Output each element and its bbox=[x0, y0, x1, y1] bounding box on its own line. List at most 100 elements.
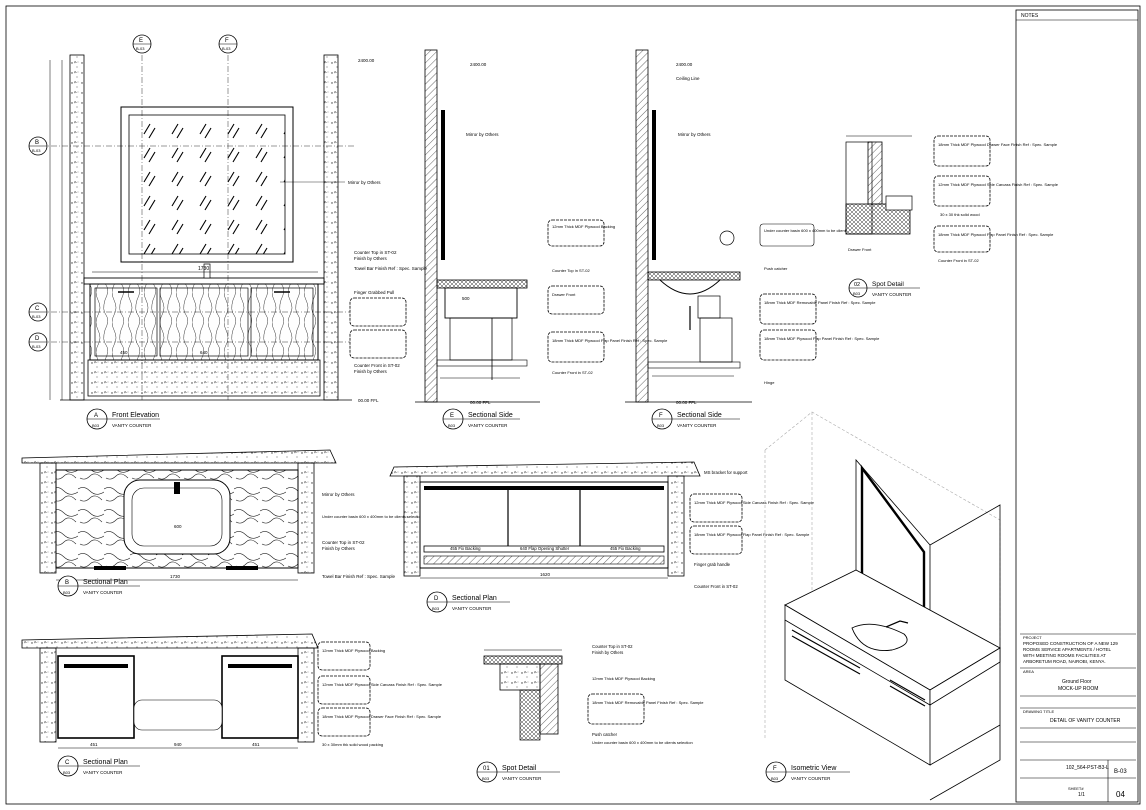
svg-text:Drawer Front: Drawer Front bbox=[552, 292, 576, 297]
svg-text:30 x 30mm thk solid wood packi: 30 x 30mm thk solid wood packing bbox=[322, 742, 383, 747]
svg-text:VANITY COUNTER: VANITY COUNTER bbox=[452, 606, 492, 611]
ceiling-line-note: Ceiling Line bbox=[676, 76, 700, 81]
title-block: PROJECT PROPOSED CONSTRUCTION OF A NEW 1… bbox=[1020, 633, 1136, 802]
mirror-glass bbox=[128, 114, 286, 255]
view-title-iso: F B03 Isometric View VANITY COUNTER bbox=[765, 761, 850, 783]
marker-d-sheet: B-03 bbox=[32, 344, 41, 349]
mirror-note-f: Mirror by Others bbox=[678, 132, 711, 137]
svg-text:940: 940 bbox=[174, 742, 182, 747]
view-title-d: D B03 Sectional Plan VANITY COUNTER bbox=[426, 591, 510, 613]
spot-detail-marker-01[interactable] bbox=[719, 230, 735, 246]
svg-text:VANITY COUNTER: VANITY COUNTER bbox=[677, 423, 717, 428]
marker-f-sheet: B-03 bbox=[222, 46, 231, 51]
svg-text:Counter Front in ST-02: Counter Front in ST-02 bbox=[552, 370, 593, 375]
svg-text:D: D bbox=[434, 596, 439, 602]
svg-text:500: 500 bbox=[462, 296, 470, 301]
left-wall bbox=[69, 54, 85, 401]
svg-text:B03: B03 bbox=[63, 770, 71, 775]
section-marker-e-top[interactable]: E B-03 bbox=[132, 34, 152, 54]
svg-text:B03: B03 bbox=[448, 423, 456, 428]
svg-text:B03: B03 bbox=[432, 606, 440, 611]
drawer-box-left-c bbox=[57, 655, 135, 739]
marker-b-sheet: B-03 bbox=[32, 148, 41, 153]
svg-text:Push catcher: Push catcher bbox=[592, 732, 618, 737]
svg-text:2400.00: 2400.00 bbox=[676, 62, 693, 67]
svg-text:Drawer Front: Drawer Front bbox=[848, 247, 872, 252]
marker-d-letter: D bbox=[35, 336, 40, 342]
svg-text:02: 02 bbox=[854, 282, 860, 288]
view-title-spot01: 01 B03 Spot Detail VANITY COUNTER bbox=[476, 761, 560, 783]
marker-c-letter: C bbox=[35, 306, 40, 312]
svg-text:18mm Thick MDF Removable Panel: 18mm Thick MDF Removable Panel Finish Re… bbox=[592, 700, 704, 705]
revision: 04 bbox=[1116, 790, 1125, 799]
plinth bbox=[87, 359, 321, 397]
flap-panel bbox=[159, 287, 249, 357]
isometric-view bbox=[764, 411, 1001, 801]
carcass-plan-d bbox=[419, 481, 669, 569]
view-title-f: F B03 Sectional Side VANITY COUNTER bbox=[651, 408, 740, 430]
svg-text:B03: B03 bbox=[63, 590, 71, 595]
svg-text:Under counter basin 600 x 400m: Under counter basin 600 x 400mm to be cl… bbox=[764, 228, 865, 233]
project-line-3: WITH MEETING ROOMS FACILITIES AT bbox=[1023, 653, 1106, 658]
towel-bar-note-a: Towel Bar Finish Ref : Spec. Sample bbox=[354, 266, 428, 271]
finish-note-a2: Finish by Others bbox=[354, 369, 388, 374]
svg-text:SHEET#: SHEET# bbox=[1068, 786, 1084, 791]
svg-text:1620: 1620 bbox=[540, 572, 551, 577]
area-line-1: Ground Floor bbox=[1062, 679, 1092, 685]
mirror-profile-e bbox=[441, 110, 445, 260]
title-block-frame bbox=[1015, 9, 1139, 803]
svg-text:VANITY COUNTER: VANITY COUNTER bbox=[872, 292, 912, 297]
svg-text:Finger grab handle: Finger grab handle bbox=[694, 562, 731, 567]
sectional-plan-b-view: 1730 600 Mirror by Others Under counter … bbox=[21, 449, 423, 581]
svg-text:12mm Thick MDF Plywood Backing: 12mm Thick MDF Plywood Backing bbox=[592, 676, 655, 681]
drawing-title: DETAIL OF VANITY COUNTER bbox=[1050, 718, 1121, 724]
drawer-left bbox=[94, 287, 158, 357]
svg-text:18mm Thick MDF Plywood Drawer: 18mm Thick MDF Plywood Drawer Face Finis… bbox=[322, 714, 442, 719]
marker-e-sheet: B-03 bbox=[136, 46, 145, 51]
svg-text:B03: B03 bbox=[92, 423, 100, 428]
svg-text:C: C bbox=[65, 760, 70, 766]
svg-text:Counter Top in ST-02: Counter Top in ST-02 bbox=[592, 644, 633, 649]
svg-text:Counter Top in ST-02: Counter Top in ST-02 bbox=[552, 268, 591, 273]
notes-header: NOTES bbox=[1021, 13, 1039, 19]
overall-width-dim: 1730 bbox=[198, 266, 209, 272]
counter-top bbox=[83, 277, 325, 285]
svg-text:VANITY COUNTER: VANITY COUNTER bbox=[502, 776, 542, 781]
svg-text:01: 01 bbox=[483, 766, 490, 772]
svg-text:Counter Front in ST-02: Counter Front in ST-02 bbox=[938, 258, 979, 263]
svg-text:MS bracket for support: MS bracket for support bbox=[704, 470, 748, 475]
svg-text:18mm Thick MDF Plywood Flap Pa: 18mm Thick MDF Plywood Flap Panel Finish… bbox=[552, 338, 668, 343]
svg-text:12mm Thick MDF Plywood Side Ca: 12mm Thick MDF Plywood Side Carcass Fini… bbox=[694, 500, 815, 505]
tap bbox=[203, 263, 211, 279]
view-title-b: B B03 Sectional Plan VANITY COUNTER bbox=[57, 575, 140, 597]
svg-text:F: F bbox=[773, 766, 777, 772]
svg-text:455 Fix Backing: 455 Fix Backing bbox=[610, 546, 641, 551]
basin-profile-f bbox=[659, 279, 721, 295]
svg-text:Spot Detail: Spot Detail bbox=[502, 765, 537, 772]
view-title-c: C B03 Sectional Plan VANITY COUNTER bbox=[57, 755, 140, 777]
drawing-number: 102_564-PST-B3-L bbox=[1066, 765, 1109, 771]
finish-note-a: Finish by Others bbox=[354, 256, 388, 261]
section-marker-b-left[interactable]: B B-03 bbox=[28, 136, 48, 156]
counter-section-e bbox=[436, 279, 528, 289]
finger-pull-note-a: Finger Grabbed Pull bbox=[354, 290, 394, 295]
svg-text:Sectional Plan: Sectional Plan bbox=[452, 595, 497, 602]
svg-text:A: A bbox=[94, 413, 98, 419]
area-line-2: MOCK-UP ROOM bbox=[1058, 686, 1098, 692]
svg-text:12mm Thick MDF Plywood Backing: 12mm Thick MDF Plywood Backing bbox=[322, 648, 385, 653]
marker-e-letter: E bbox=[139, 38, 143, 44]
section-marker-c-left[interactable]: C B-03 bbox=[28, 302, 48, 322]
project-line-4: ARBORETUM ROAD, NAIROBI, KENYA. bbox=[1023, 659, 1106, 664]
svg-text:Sectional Plan: Sectional Plan bbox=[83, 759, 128, 766]
svg-text:640 Flap Opening Shutter: 640 Flap Opening Shutter bbox=[520, 546, 570, 551]
counter-top-note-a: Counter Top in ST-02 bbox=[354, 250, 397, 255]
section-marker-f-top[interactable]: F B-03 bbox=[218, 34, 238, 54]
section-marker-d-left[interactable]: D B-03 bbox=[28, 332, 48, 352]
svg-text:18mm Thick MDF Removable Panel: 18mm Thick MDF Removable Panel Finish Re… bbox=[764, 300, 876, 305]
svg-text:2400.00: 2400.00 bbox=[470, 62, 487, 67]
sectional-plan-c-view: 451 940 451 12mm Thick MDF Plywood Backi… bbox=[21, 633, 443, 749]
svg-text:B03: B03 bbox=[771, 776, 779, 781]
svg-text:Push catcher: Push catcher bbox=[764, 266, 788, 271]
svg-text:F: F bbox=[659, 413, 663, 419]
